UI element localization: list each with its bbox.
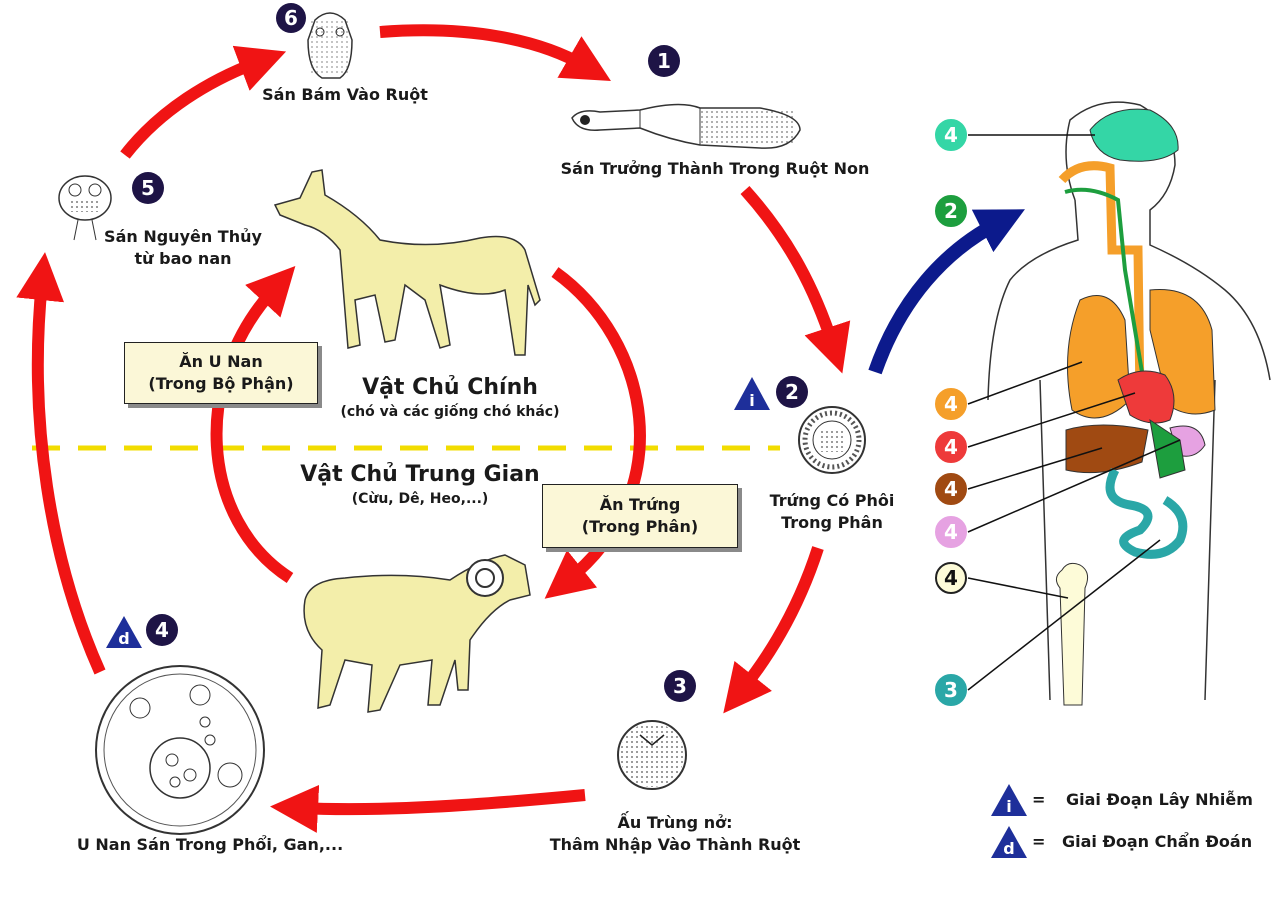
- legend-i-letter: i: [1006, 797, 1011, 816]
- badge-4: [146, 614, 178, 646]
- badge-4-number: 4: [155, 618, 169, 642]
- arrow-6-to-1: [379, 24, 611, 81]
- marker-two-number: 2: [944, 199, 958, 223]
- legend-infective-triangle-icon: [991, 784, 1027, 816]
- arrow-5-to-6: [120, 45, 287, 159]
- stage-6-label: Sán Bám Vào Ruột: [262, 85, 428, 104]
- eat-eggs-box: Ăn Trứng (Trong Phân): [542, 484, 738, 548]
- eat-cyst-line1: Ăn U Nan: [179, 352, 263, 371]
- arrow-2-to-3: [723, 546, 824, 714]
- oncosphere-illustration: [617, 720, 687, 790]
- legend-diagnostic-eq: =: [1032, 832, 1046, 851]
- legend-infective-text: Giai Đoạn Lây Nhiễm: [1066, 790, 1253, 809]
- badge-5: [132, 172, 164, 204]
- marker-three-number: 3: [944, 678, 958, 702]
- arrow-to-human: [868, 209, 1025, 375]
- stage-2-label-line1: Trứng Có Phôi: [769, 491, 895, 510]
- badge-2-number: 2: [785, 380, 799, 404]
- definitive-host-subtitle: (chó và các giống chó khác): [340, 404, 560, 420]
- diagnostic-triangle-icon: [106, 616, 142, 648]
- sheep-illustration: [303, 554, 531, 713]
- human-marker-circles: [935, 119, 967, 706]
- infective-i-letter: i: [749, 391, 754, 410]
- stage-5-label-line2: từ bao nan: [134, 249, 232, 268]
- dog-illustration: [273, 169, 541, 356]
- stage-4-label: U Nan Sán Trong Phổi, Gan,...: [76, 835, 344, 854]
- badge-2: [776, 376, 808, 408]
- stage-3-label-line1: Ấu Trùng nở:: [617, 813, 733, 832]
- eat-eggs-line2: (Trong Phân): [581, 517, 699, 536]
- arrow-1-to-2: [740, 185, 851, 374]
- badge-6-number: 6: [284, 6, 298, 30]
- human-body-illustration: [987, 101, 1271, 706]
- marker-brain-number: 4: [944, 123, 958, 147]
- eat-cyst-line2: (Trong Bộ Phận): [148, 374, 294, 393]
- badge-6: [276, 3, 306, 33]
- eat-cyst-box: Ăn U Nan (Trong Bộ Phận): [124, 342, 318, 404]
- marker-bone-number: 4: [944, 566, 958, 590]
- badge-1-number: 1: [657, 49, 671, 73]
- organ-leader-lines: [967, 134, 1181, 691]
- badge-3: [664, 670, 696, 702]
- marker-liver-number: 4: [944, 477, 958, 501]
- infective-triangle-icon: [734, 377, 770, 410]
- legend-diagnostic-triangle-icon: [991, 826, 1027, 858]
- arrow-sheep-to-dog: [210, 265, 296, 584]
- stage-badges: [106, 3, 1027, 858]
- intermediate-host-title: Vật Chủ Trung Gian: [300, 462, 540, 487]
- legend-diagnostic-text: Giai Đoạn Chẩn Đoán: [1062, 832, 1253, 851]
- adult-worm-illustration: [571, 103, 801, 149]
- badge-5-number: 5: [141, 176, 155, 200]
- arrow-4-to-5: [16, 252, 106, 675]
- definitive-host-title: Vật Chủ Chính: [362, 375, 538, 400]
- legend-infective-eq: =: [1032, 790, 1046, 809]
- eat-eggs-line1: Ăn Trứng: [599, 495, 681, 514]
- intermediate-host-subtitle: (Cừu, Dê, Heo,...): [351, 491, 489, 507]
- stage-2-label-line2: Trong Phân: [781, 513, 883, 532]
- protoscolex-illustration: [58, 175, 112, 241]
- scolex-attached-illustration: [307, 12, 353, 79]
- badge-3-number: 3: [673, 674, 687, 698]
- badge-1: [648, 45, 680, 77]
- hydatid-cyst-illustration: [95, 665, 265, 835]
- marker-heart-number: 4: [944, 435, 958, 459]
- diagnostic-d-letter: d: [118, 629, 129, 648]
- embryonated-egg-illustration: [798, 406, 866, 474]
- legend-d-letter: d: [1003, 839, 1014, 858]
- marker-lung-number: 4: [944, 392, 958, 416]
- stage-1-label: Sán Trưởng Thành Trong Ruột Non: [560, 159, 870, 178]
- stage-5-label-line1: Sán Nguyên Thủy: [104, 227, 262, 246]
- stage-3-label-line2: Thâm Nhập Vào Thành Ruột: [549, 835, 801, 854]
- arrow-3-to-4: [270, 784, 586, 833]
- marker-spleen-number: 4: [944, 520, 958, 544]
